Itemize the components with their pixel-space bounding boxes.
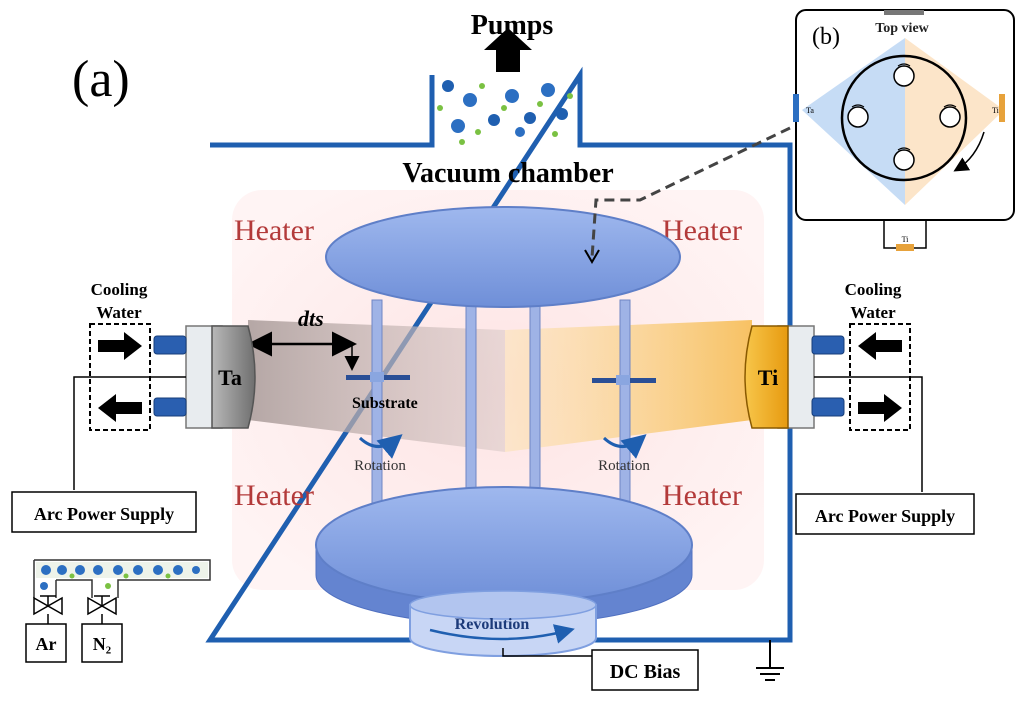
arc-wire-right: [814, 376, 923, 492]
rotation-right-label: Rotation: [598, 458, 650, 474]
top-view-ti-label: Ti: [992, 106, 1000, 115]
heater-top-left: Heater: [234, 214, 314, 247]
ar-gas-box: [25, 623, 67, 663]
ti-cooling-port-bottom: [811, 397, 845, 417]
bottom-table: [315, 486, 693, 604]
revolution-base-top: [409, 590, 597, 620]
ti-target: [744, 325, 789, 429]
top-view-bottom-source: [896, 244, 914, 251]
top-view-label: Top view: [875, 21, 929, 36]
revolution-label: Revolution: [455, 616, 530, 633]
dts-label: dts: [298, 306, 324, 331]
cooling-in-arrow-left: [98, 332, 142, 360]
pumps-label: Pumps: [471, 10, 554, 41]
n2-gas-box: [81, 623, 123, 663]
ground-icon: [756, 640, 784, 681]
top-view-ta-label: Ta: [806, 106, 814, 115]
panel-b-top-view: [793, 9, 1015, 251]
top-view-leader: [590, 126, 791, 259]
cooling-label-right-line1: Cooling: [845, 280, 902, 299]
ta-cooling-port-bottom: [153, 397, 187, 417]
cooling-in-arrow-right: [858, 332, 902, 360]
substrate-holder-left-mark: [370, 372, 384, 382]
panel-b-label: (b): [812, 24, 840, 50]
top-view-substrate-3: [939, 106, 961, 128]
ta-cooling-port-top: [153, 335, 187, 355]
dc-bias-box: [591, 649, 699, 691]
revolution-arrow-icon: [429, 624, 575, 644]
ar-gas-label: Ar: [36, 634, 57, 654]
top-view-substrate-4: [893, 149, 915, 171]
top-view-port: [884, 10, 924, 15]
cooling-out-arrow-right: [858, 394, 902, 422]
ta-target: [211, 325, 256, 429]
top-view-substrate-2: [847, 106, 869, 128]
gas-inlet-pipe: [33, 559, 211, 598]
rotation-left-icon: [358, 434, 403, 459]
top-view-substrate-1: [893, 65, 915, 87]
n2-valve-icon: [87, 595, 117, 624]
arc-power-box-left: [11, 491, 197, 533]
heater-top-right: Heater: [662, 214, 742, 247]
dc-bias-wire: [502, 648, 592, 657]
top-plate: [325, 206, 681, 308]
substrate-holder-right-mark: [616, 375, 630, 385]
top-view-ti-bottom-label: Ti: [902, 235, 910, 244]
cooling-out-arrow-left: [98, 394, 142, 422]
arc-wire-left: [73, 376, 186, 490]
ti-target-label: Ti: [758, 365, 778, 390]
ar-valve-icon: [33, 595, 63, 624]
substrate-label: Substrate: [352, 395, 418, 412]
substrate-rods: [371, 299, 631, 531]
top-view-ti-source: [999, 94, 1005, 122]
panel-a-label: (a): [72, 51, 130, 108]
cooling-label-right-line2: Water: [850, 303, 896, 322]
vacuum-chamber-label: Vacuum chamber: [402, 158, 613, 189]
pump-port-gas: [437, 80, 573, 145]
arc-power-label-right: Arc Power Supply: [815, 506, 955, 526]
dc-bias-label: DC Bias: [610, 661, 681, 683]
heater-bottom-right: Heater: [662, 479, 742, 512]
rotation-right-icon: [602, 434, 647, 459]
cooling-label-left-line2: Water: [96, 303, 142, 322]
top-view-revolution-arrow-icon: [953, 131, 985, 172]
pumps-arrow-icon: [484, 28, 532, 72]
gas-inlet-particles: [40, 565, 200, 590]
arc-power-box-right: [795, 493, 975, 535]
rotation-left-label: Rotation: [354, 458, 406, 474]
cooling-label-left-line1: Cooling: [91, 280, 148, 299]
ta-target-label: Ta: [218, 365, 242, 390]
top-view-ta-source: [793, 94, 799, 122]
n2-gas-label: N₂: [93, 634, 111, 654]
ti-cooling-port-top: [811, 335, 845, 355]
arc-power-label-left: Arc Power Supply: [34, 504, 174, 524]
top-view-table: [840, 54, 968, 182]
heater-bottom-left: Heater: [234, 479, 314, 512]
top-view-leader-arrow: [584, 249, 600, 264]
